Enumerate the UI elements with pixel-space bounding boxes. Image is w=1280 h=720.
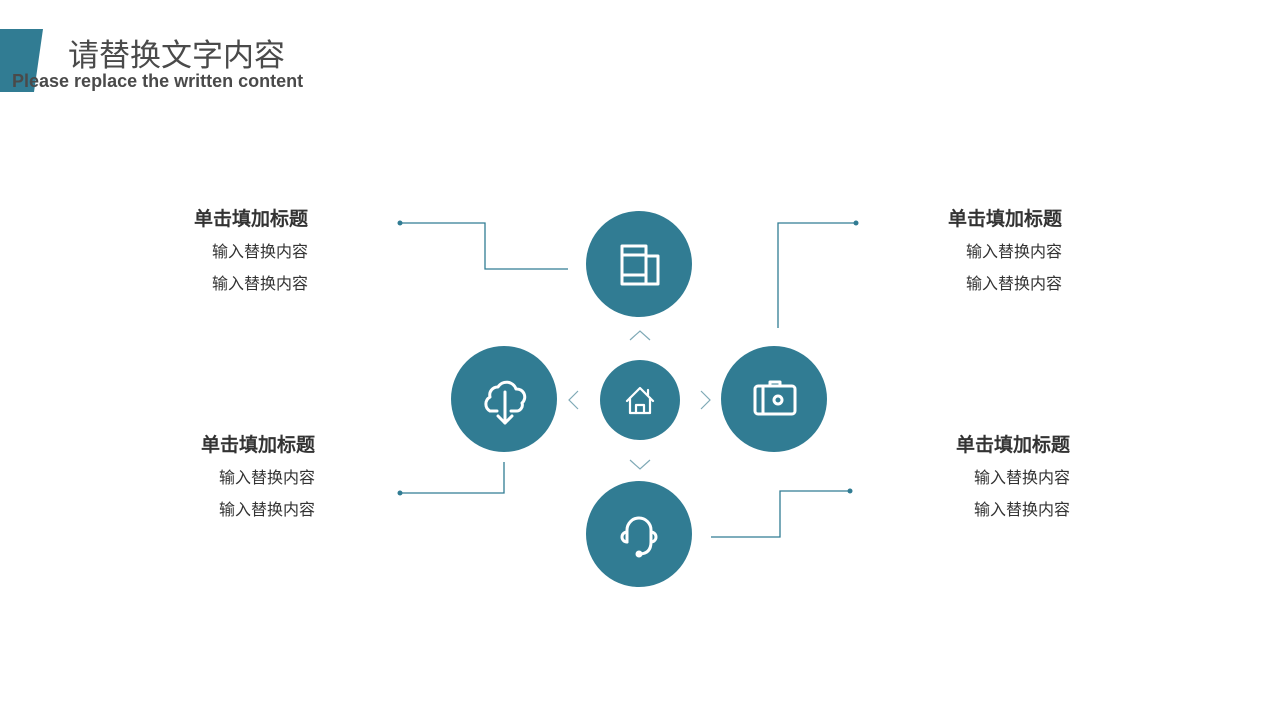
connector-bottom-right — [711, 490, 850, 538]
text-block-bottom-right: 单击填加标题 输入替换内容 输入替换内容 — [956, 432, 1156, 526]
block-line[interactable]: 输入替换内容 — [218, 468, 315, 487]
block-title[interactable]: 单击填加标题 — [193, 208, 308, 230]
block-line[interactable]: 输入替换内容 — [211, 274, 308, 293]
connector-top-right — [777, 222, 856, 328]
block-line[interactable]: 输入替换内容 — [966, 242, 1063, 261]
connector-dot — [853, 220, 859, 226]
film-icon — [620, 244, 660, 286]
block-line[interactable]: 输入替换内容 — [974, 500, 1071, 519]
connector-dot — [397, 490, 403, 496]
connector-top-left — [400, 222, 568, 270]
block-line[interactable]: 输入替换内容 — [218, 500, 315, 519]
block-title[interactable]: 单击填加标题 — [200, 434, 315, 456]
block-title[interactable]: 单击填加标题 — [956, 434, 1071, 456]
home-icon — [625, 386, 655, 415]
headset-icon — [620, 516, 658, 558]
connector-bottom-left — [400, 462, 505, 494]
node-top — [586, 211, 692, 317]
text-block-top-right: 单击填加标题 输入替换内容 输入替换内容 — [948, 206, 1148, 300]
node-bottom — [586, 481, 692, 587]
chevron-up-icon — [629, 330, 651, 341]
text-block-top-left: 单击填加标题 输入替换内容 输入替换内容 — [108, 206, 308, 300]
block-line[interactable]: 输入替换内容 — [211, 242, 308, 261]
camera-icon — [753, 380, 797, 416]
cloud-download-icon — [484, 380, 527, 425]
text-block-bottom-left: 单击填加标题 输入替换内容 输入替换内容 — [115, 432, 315, 526]
chevron-down-icon — [629, 459, 651, 470]
block-line[interactable]: 输入替换内容 — [974, 468, 1071, 487]
connector-dot — [847, 488, 853, 494]
chevron-left-icon — [568, 390, 579, 410]
chevron-right-icon — [700, 390, 711, 410]
block-line[interactable]: 输入替换内容 — [966, 274, 1063, 293]
page-title: 请替换文字内容 — [68, 38, 285, 74]
title-accent-shape — [0, 29, 43, 92]
node-center — [600, 360, 680, 440]
page-subtitle: Please replace the written content — [12, 71, 304, 91]
connector-dot — [397, 220, 403, 226]
block-title[interactable]: 单击填加标题 — [948, 208, 1063, 230]
